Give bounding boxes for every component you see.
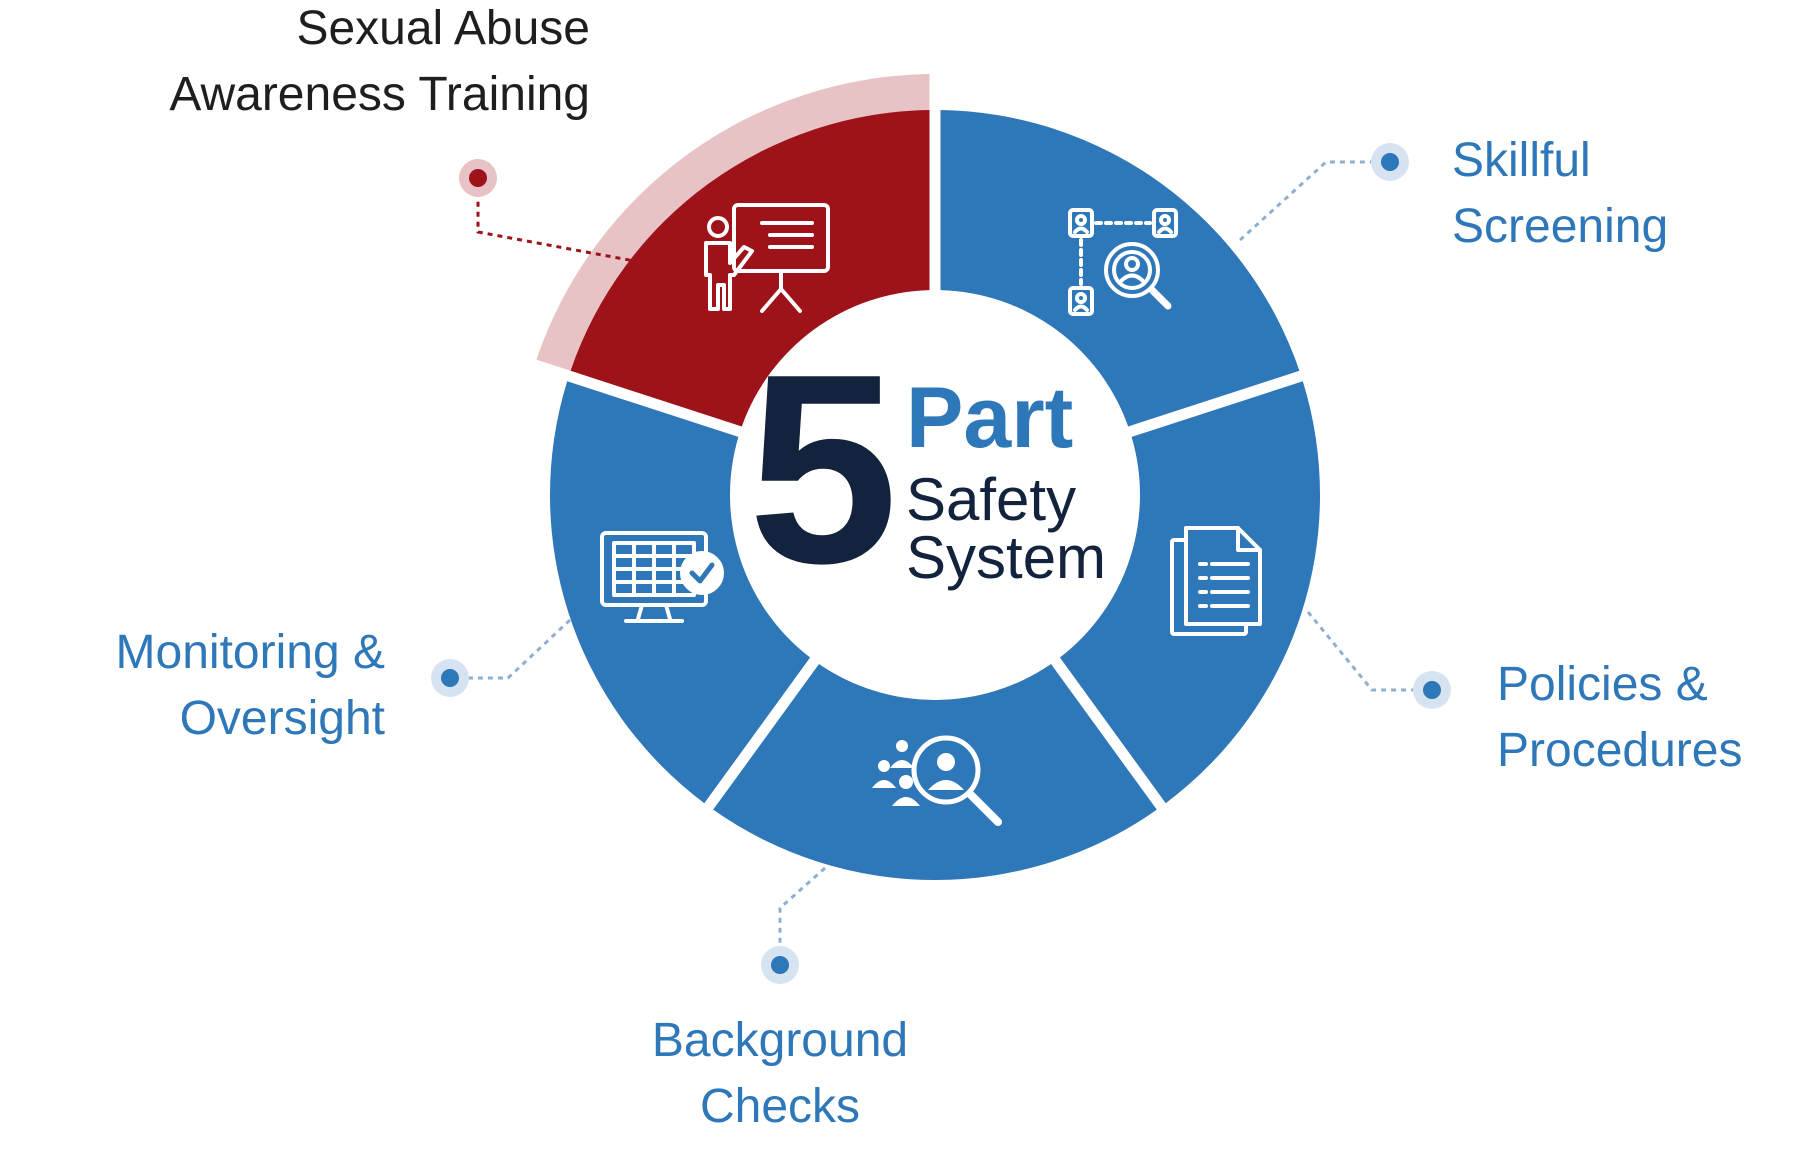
center-safety-word: Safety <box>906 466 1077 533</box>
segment-monitoring <box>550 381 811 804</box>
label-line: Sexual Abuse <box>296 2 590 55</box>
people-magnifier-icon <box>872 735 1002 826</box>
label-policies-procedures: Policies & Procedures <box>1497 652 1742 784</box>
presenter-whiteboard-icon <box>704 203 830 313</box>
label-line: Monitoring & <box>115 626 385 679</box>
connector-dot-screening <box>1381 153 1399 171</box>
label-line: Skillful <box>1452 134 1591 187</box>
label-line: Checks <box>699 1080 861 1133</box>
label-sexual-abuse-awareness-training: Sexual Abuse Awareness Training <box>169 0 590 128</box>
label-monitoring-oversight: Monitoring & Oversight <box>116 620 385 752</box>
label-line: Screening <box>1452 200 1669 253</box>
center-part-word: Part <box>906 370 1074 466</box>
connector-background <box>778 866 826 965</box>
documents-icon <box>1170 526 1262 636</box>
highlight-halo-training <box>536 74 930 372</box>
connector-dot-background <box>771 956 789 974</box>
connector-dot-monitoring <box>441 669 459 687</box>
center-title: 5 Part Safety System <box>748 335 1148 625</box>
segment-training <box>570 110 930 427</box>
connector-dot-policies <box>1423 681 1441 699</box>
label-background-checks: Background Checks <box>590 1008 970 1140</box>
connector-lines <box>431 143 1451 984</box>
monitor-checklist-icon <box>600 531 724 623</box>
label-skillful-screening: Skillful Screening <box>1452 128 1668 260</box>
label-line: Policies & <box>1497 658 1708 711</box>
label-line: Background <box>651 1014 909 1067</box>
connector-screening <box>1238 160 1390 242</box>
segment-screening <box>940 110 1300 427</box>
center-number: 5 <box>748 319 898 620</box>
connector-monitoring <box>450 618 572 680</box>
center-system-word: System <box>906 524 1107 591</box>
label-line: Oversight <box>179 692 385 745</box>
label-line: Awareness Training <box>169 68 590 121</box>
connector-policies <box>1306 611 1432 692</box>
segment-background <box>713 664 1157 881</box>
connector-dot-training <box>469 169 487 187</box>
segment-ring <box>536 74 1320 881</box>
label-line: Procedures <box>1497 724 1743 777</box>
candidate-search-icon <box>1068 208 1178 316</box>
